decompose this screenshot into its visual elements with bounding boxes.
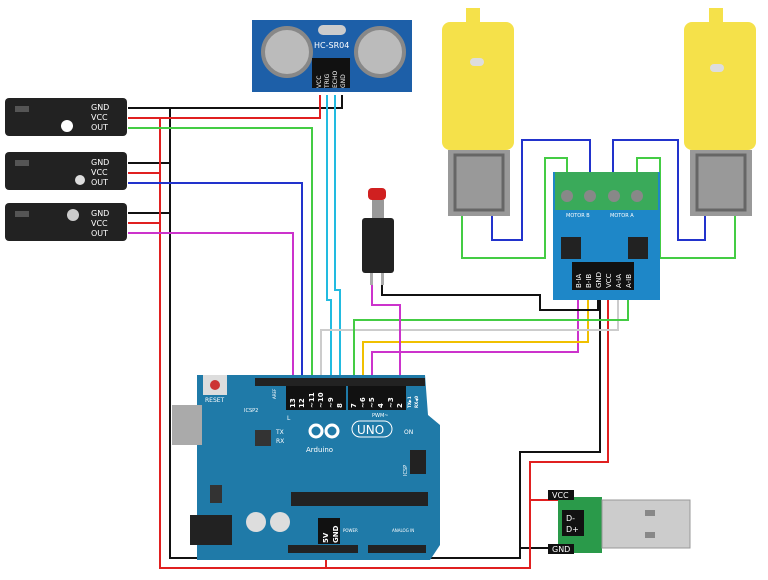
pin-label-gnd: GND	[552, 545, 570, 554]
arduino-model: UNO	[357, 423, 384, 437]
pin-label-vcc: VCC	[552, 491, 569, 500]
analog-in-label: ANALOG IN	[392, 528, 414, 533]
led-l-label: L	[287, 415, 291, 422]
digital-pin-label: RX◀0	[414, 396, 419, 408]
digital-pin-label: ~9	[327, 397, 335, 408]
pin-label-vcc: VCC	[316, 76, 323, 88]
pin-label-gnd: GND	[595, 272, 603, 288]
pin-label-d-minus: D-	[566, 514, 575, 523]
wire-ir2-out	[128, 182, 303, 385]
tx-label: TX	[275, 429, 284, 436]
pin-label-gnd: GND	[91, 209, 109, 218]
digital-pin-label: ~10	[317, 392, 325, 408]
pin-label-gnd: GND	[91, 103, 109, 112]
pwm-label: PWM~	[372, 413, 388, 419]
wire-gnd-ultrasonic	[128, 95, 343, 109]
dc-motor-right	[684, 8, 756, 216]
wire-vcc-ultrasonic	[128, 95, 321, 119]
wire-trig	[326, 95, 332, 385]
arduino-brand: Arduino	[306, 446, 333, 454]
pin-label-trig: TRIG	[324, 73, 331, 89]
pin-label-vcc: VCC	[91, 168, 108, 177]
ultrasonic-model-label: HC-SR04	[314, 41, 349, 50]
wires	[128, 95, 736, 569]
pin-label-vcc: VCC	[605, 273, 613, 288]
ultrasonic-sensor: HC-SR04 VCC TRIG ECHO GND	[252, 20, 412, 92]
wire-echo	[334, 95, 341, 385]
pin-label-5v: 5V	[322, 532, 330, 543]
motor-b-label: MOTOR B	[566, 213, 590, 219]
pin-label-out: OUT	[91, 123, 108, 132]
wire-motor-left-2	[461, 157, 568, 259]
pin-label-b-ib: B-IB	[585, 274, 593, 288]
pin-label-gnd: GND	[340, 74, 347, 88]
pin-label-vcc: VCC	[91, 113, 108, 122]
wire-vcc-bus	[159, 118, 609, 569]
digital-pin-label: 4	[377, 403, 385, 408]
wire-ir3-out	[128, 232, 294, 385]
ir-sensor-2: GND VCC OUT	[5, 152, 127, 190]
ir-sensor-1: GND VCC OUT	[5, 98, 127, 136]
icsp-label: ICSP	[403, 465, 409, 476]
on-label: ON	[404, 429, 413, 436]
pin-label-echo: ECHO	[332, 71, 339, 88]
motor-a-label: MOTOR A	[610, 213, 634, 219]
wire-button-gnd	[381, 285, 599, 311]
wire-b-ia	[371, 296, 579, 385]
pin-label-out: OUT	[91, 229, 108, 238]
wire-gnd-bus	[169, 108, 601, 559]
digital-pin-label: 2	[396, 403, 404, 408]
digital-pin-label: 12	[298, 398, 306, 408]
digital-pin-label: 13	[289, 398, 297, 408]
pin-label-d-plus: D+	[566, 525, 579, 534]
digital-pin-label: 8	[336, 403, 344, 408]
motor-driver: MOTOR B MOTOR A B-IA B-IB GND VCC A-IA A…	[553, 172, 660, 300]
power-label: POWER	[343, 528, 358, 533]
arduino-logo	[308, 423, 340, 439]
wire-a-ia	[320, 296, 619, 385]
icsp2-label: ICSP2	[244, 408, 258, 414]
digital-pin-label: 7	[350, 403, 358, 408]
dc-motor-left	[442, 8, 514, 216]
digital-pin-label: TX▶1	[407, 396, 412, 408]
pin-label-vcc: VCC	[91, 219, 108, 228]
rx-label: RX	[276, 438, 284, 445]
pin-label-gnd: GND	[332, 525, 340, 543]
push-button[interactable]	[362, 188, 394, 285]
digital-pin-label: ~11	[308, 392, 316, 408]
digital-pin-label: ~3	[387, 397, 395, 408]
wire-motor-right-1	[612, 139, 706, 241]
pin-label-a-ia: A-IA	[615, 274, 623, 288]
usb-connector	[601, 499, 691, 549]
pin-label-gnd: GND	[91, 158, 109, 167]
reset-label: RESET	[205, 397, 225, 404]
aref-label: AREF	[272, 388, 277, 399]
pin-label-a-ib: A-IB	[625, 274, 633, 288]
pin-label-b-ia: B-IA	[575, 274, 583, 288]
wire-a-ib	[353, 296, 629, 385]
digital-pin-label: ~5	[368, 397, 376, 408]
wire-button-pin2	[371, 285, 401, 385]
wire-motor-left-1	[491, 139, 591, 241]
digital-pin-label: ~6	[359, 397, 367, 408]
ir-sensor-3: GND VCC OUT	[5, 203, 127, 241]
usb-breakout: VCC GND D- D+	[548, 490, 691, 554]
wire-ir1-out	[128, 127, 313, 385]
pin-label-out: OUT	[91, 178, 108, 187]
